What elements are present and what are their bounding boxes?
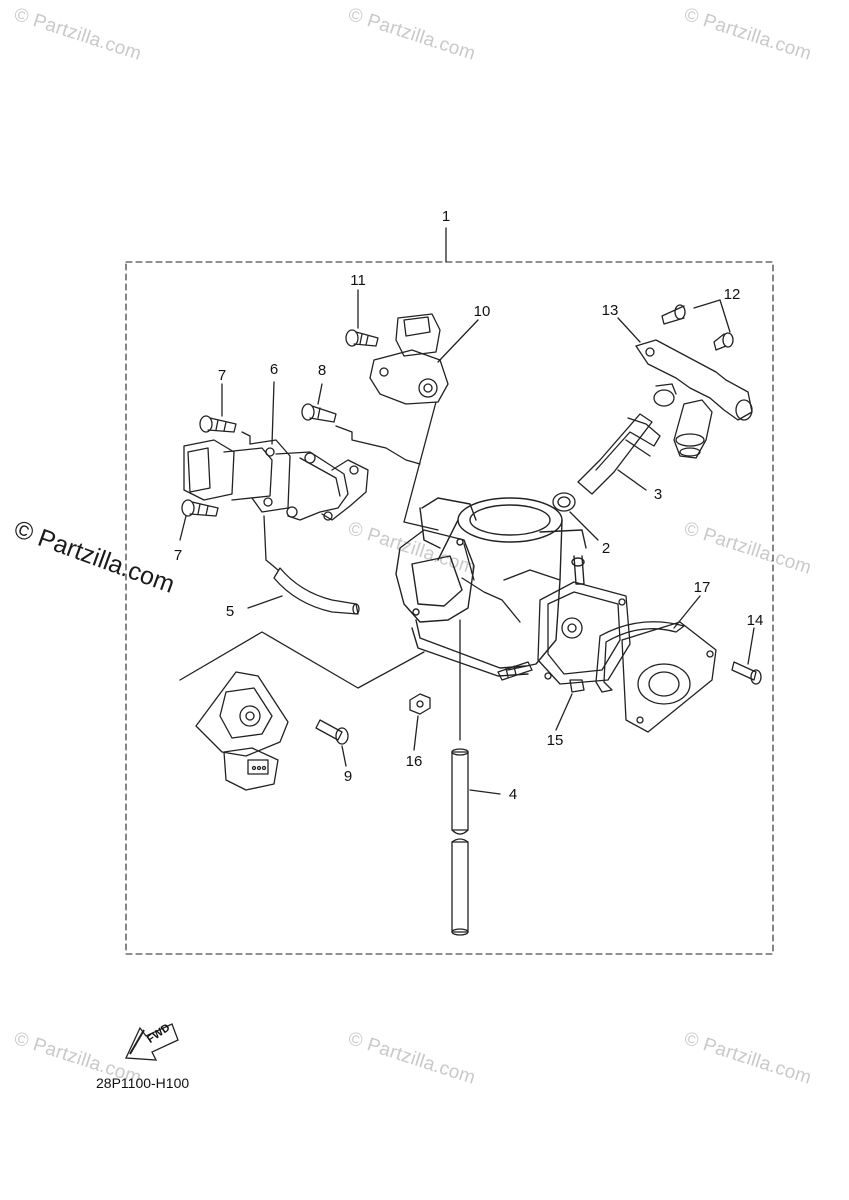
callout-14: 14 bbox=[746, 612, 764, 629]
part-17-oring bbox=[595, 621, 685, 693]
diagram-code: 28P1100-H100 bbox=[96, 1075, 190, 1091]
leader-link-e bbox=[461, 577, 521, 623]
callout-11: 11 bbox=[350, 272, 366, 289]
part-14-cover bbox=[621, 621, 717, 733]
leader-3 bbox=[617, 469, 647, 491]
callout-3: 3 bbox=[653, 486, 663, 503]
callout-17: 17 bbox=[693, 579, 711, 596]
callout-6: 6 bbox=[269, 361, 279, 378]
callout-13: 13 bbox=[601, 302, 619, 319]
part-3-injector bbox=[577, 413, 661, 495]
assembly-boundary bbox=[125, 261, 774, 955]
leader-15 bbox=[555, 693, 573, 731]
callout-5: 5 bbox=[225, 603, 235, 620]
part-stud bbox=[497, 661, 533, 681]
part-7-screw-lower bbox=[181, 499, 219, 517]
callout-2: 2 bbox=[601, 540, 611, 557]
leader-6 bbox=[271, 381, 275, 445]
leader-8 bbox=[317, 383, 323, 405]
callout-10: 10 bbox=[473, 303, 491, 320]
part-6-actuator bbox=[183, 439, 369, 521]
leader-14 bbox=[747, 627, 755, 665]
leader-link-f bbox=[179, 631, 425, 689]
part-8-screw bbox=[301, 403, 337, 423]
leader-13 bbox=[617, 317, 641, 343]
callout-1: 1 bbox=[441, 208, 451, 225]
part-14-screw bbox=[731, 661, 762, 685]
part-1-throttle-body bbox=[395, 497, 587, 677]
leader-link-c bbox=[403, 401, 439, 531]
part-11-screw bbox=[345, 329, 379, 347]
part-10-sensor bbox=[369, 313, 449, 405]
part-13-fuel-rail bbox=[635, 339, 753, 459]
part-9-screw bbox=[315, 719, 349, 745]
callout-15: 15 bbox=[546, 732, 564, 749]
callout-7-upper: 7 bbox=[217, 367, 227, 384]
callout-4: 4 bbox=[508, 786, 518, 803]
callout-8: 8 bbox=[317, 362, 327, 379]
part-12-screw-b bbox=[713, 332, 734, 351]
leader-link-b bbox=[335, 425, 421, 465]
callout-9: 9 bbox=[343, 768, 353, 785]
leader-12 bbox=[693, 299, 731, 333]
fwd-arrow-icon bbox=[125, 1023, 179, 1061]
part-16-nut bbox=[409, 693, 431, 715]
leader-5 bbox=[247, 595, 283, 609]
part-2-oring bbox=[552, 492, 576, 512]
part-9-sensor bbox=[195, 671, 289, 791]
part-15-plug bbox=[569, 679, 585, 693]
leader-2 bbox=[569, 511, 599, 541]
leader-4 bbox=[469, 789, 501, 795]
part-12-screw-a bbox=[661, 304, 686, 325]
leader-4-top bbox=[463, 543, 475, 581]
leader-10 bbox=[437, 319, 479, 363]
leader-9 bbox=[341, 745, 347, 767]
leader-link-a bbox=[241, 431, 251, 445]
leader-7b bbox=[179, 515, 187, 541]
part-4-hose bbox=[451, 748, 469, 936]
part-cover-plate bbox=[537, 581, 631, 685]
callout-16: 16 bbox=[405, 753, 423, 770]
leader-link-d bbox=[263, 515, 279, 571]
part-5-hose bbox=[273, 567, 360, 615]
callout-12: 12 bbox=[723, 286, 741, 303]
part-7-screw-upper bbox=[199, 415, 237, 433]
callout-7-lower: 7 bbox=[173, 547, 183, 564]
leader-16 bbox=[413, 715, 419, 751]
